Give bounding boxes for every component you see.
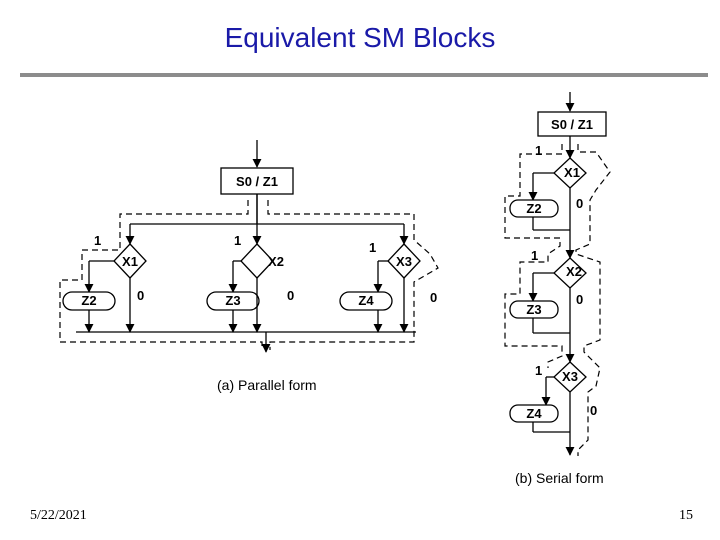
serial-x2-false: 0 (576, 292, 583, 307)
parallel-x3-false: 0 (430, 290, 437, 305)
parallel-z2-label: Z2 (81, 293, 96, 308)
footer-date: 5/22/2021 (30, 508, 87, 523)
parallel-x3-true: 1 (369, 240, 376, 255)
serial-output-z2 (509, 199, 559, 218)
serial-block-outline (504, 144, 563, 368)
parallel-block-outline (59, 200, 263, 350)
serial-x3-label: X3 (562, 369, 578, 384)
serial-x1-false: 0 (576, 196, 583, 211)
parallel-z3-label: Z3 (225, 293, 240, 308)
serial-x2-true: 1 (531, 248, 538, 263)
parallel-labels: S0 / Z1 X1 X2 X3 Z2 Z3 Z4 1 1 1 0 0 0 (a… (81, 174, 437, 393)
parallel-x2-label: X2 (268, 254, 284, 269)
parallel-z4-label: Z4 (358, 293, 374, 308)
serial-form (504, 92, 611, 456)
serial-x3-false: 0 (590, 403, 597, 418)
parallel-output-z4 (339, 291, 393, 311)
serial-x3-true: 1 (535, 363, 542, 378)
footer-page-number: 15 (679, 508, 693, 523)
parallel-x2-true: 1 (234, 233, 241, 248)
parallel-x3-label: X3 (396, 254, 412, 269)
serial-state-box (537, 111, 607, 137)
parallel-x2-false: 0 (287, 288, 294, 303)
serial-z3-label: Z3 (526, 302, 541, 317)
serial-state-label: S0 / Z1 (551, 117, 593, 132)
parallel-state-label: S0 / Z1 (236, 174, 278, 189)
serial-output-z3 (509, 300, 559, 319)
serial-z2-label: Z2 (526, 201, 541, 216)
parallel-x1-label: X1 (122, 254, 138, 269)
parallel-x1-true: 1 (94, 233, 101, 248)
serial-caption: (b) Serial form (515, 470, 604, 486)
serial-x2-label: X2 (566, 264, 582, 279)
serial-x1-true: 1 (535, 143, 542, 158)
serial-z4-label: Z4 (526, 406, 542, 421)
slide-title: Equivalent SM Blocks (224, 22, 496, 53)
serial-x1-label: X1 (564, 165, 580, 180)
parallel-caption: (a) Parallel form (217, 377, 317, 393)
title-divider (20, 73, 708, 77)
parallel-x1-false: 0 (137, 288, 144, 303)
serial-output-z4 (509, 404, 559, 423)
parallel-form (59, 140, 439, 353)
serial-labels: S0 / Z1 X1 X2 X3 Z2 Z3 Z4 1 1 1 0 0 0 (b… (515, 117, 604, 486)
